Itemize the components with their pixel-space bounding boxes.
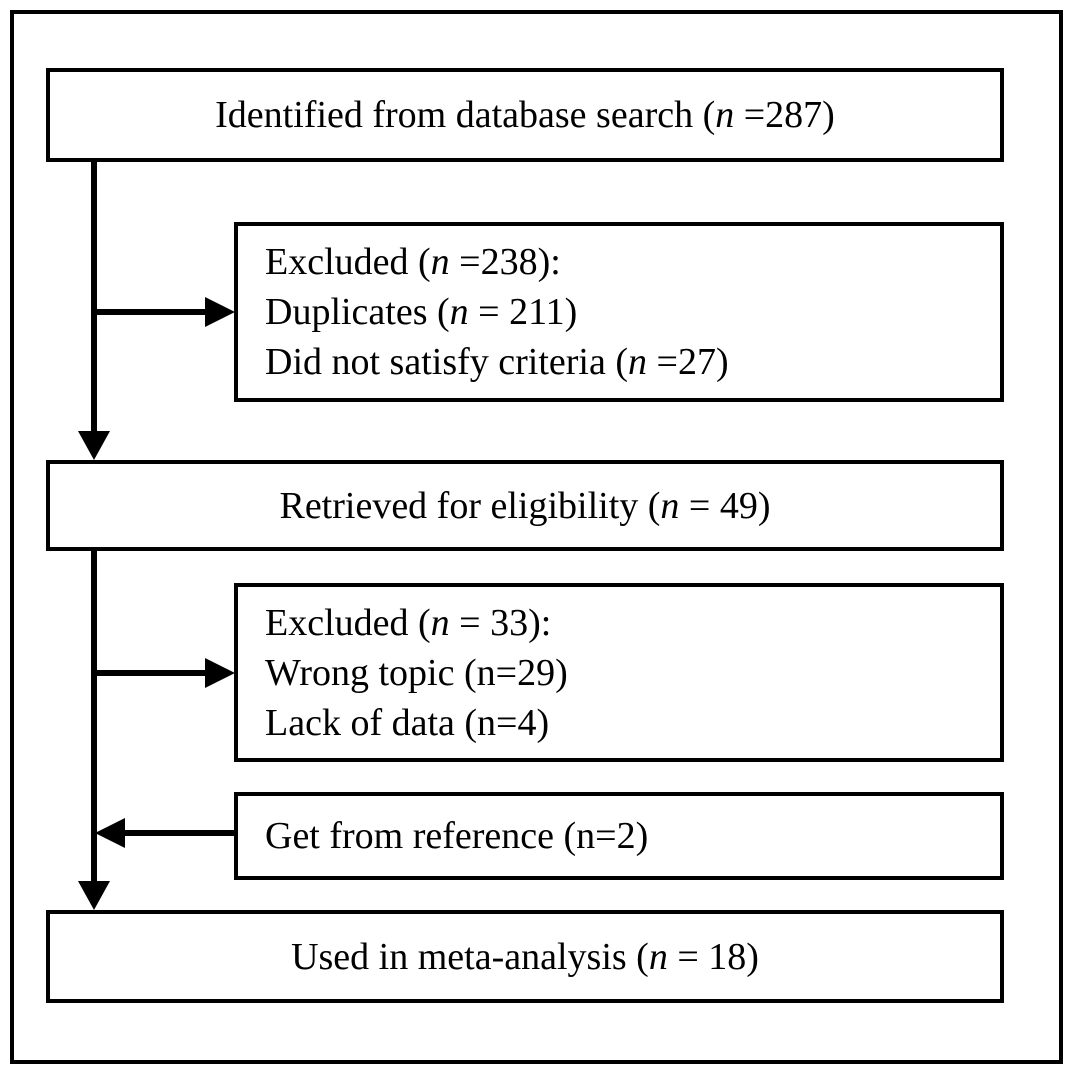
node-reference[interactable]: Get from reference (n=2) (234, 792, 1004, 880)
node-excluded-1-line-2-italic: n (449, 291, 469, 333)
node-identified-line-1: Identified from database search (n =287) (215, 90, 835, 140)
node-identified-line-1-pre: Identified from database search ( (215, 94, 716, 136)
arrowhead-right-to-excluded-1 (205, 297, 235, 327)
node-meta-analysis-line-1: Used in meta-analysis (n = 18) (291, 932, 759, 982)
node-meta-analysis-line-1-post: = 18) (667, 935, 759, 978)
connector-identified-to-excluded-1-line (94, 309, 206, 315)
node-retrieved-line-1-pre: Retrieved for eligibility ( (279, 484, 661, 527)
node-excluded-1-line-1-italic: n (430, 241, 450, 283)
node-excluded-2-line-2-pre: Wrong topic (n=29) (265, 651, 568, 694)
node-identified[interactable]: Identified from database search (n =287) (46, 68, 1004, 162)
connector-retrieved-to-meta-analysis-line (91, 551, 97, 882)
node-reference-line-1: Get from reference (n=2) (265, 811, 648, 861)
node-excluded-2-line-1-pre: Excluded ( (265, 601, 431, 644)
arrowhead-right-to-excluded-2 (205, 658, 235, 688)
node-retrieved-line-1: Retrieved for eligibility (n = 49) (279, 481, 770, 531)
node-excluded-2-line-3-pre: Lack of data (n=4) (265, 701, 550, 744)
connector-reference-to-trunk-line (124, 830, 236, 836)
node-meta-analysis[interactable]: Used in meta-analysis (n = 18) (46, 910, 1004, 1003)
node-excluded-2-line-1-italic: n (430, 601, 450, 644)
node-retrieved[interactable]: Retrieved for eligibility (n = 49) (46, 460, 1004, 551)
node-retrieved-line-1-post: = 49) (679, 484, 771, 527)
node-excluded-2-line-1-post: = 33): (449, 601, 552, 644)
node-excluded-1-line-3-pre: Did not satisfy criteria ( (265, 341, 629, 383)
node-excluded-1[interactable]: Excluded (n =238): Duplicates (n = 211) … (234, 222, 1004, 402)
node-identified-line-1-post: =287) (734, 94, 835, 136)
arrowhead-left-to-trunk (95, 818, 125, 848)
node-meta-analysis-line-1-italic: n (648, 935, 668, 978)
node-excluded-1-line-2-pre: Duplicates ( (265, 291, 450, 333)
node-excluded-1-line-3: Did not satisfy criteria (n =27) (265, 337, 729, 387)
node-excluded-1-line-1-post: =238): (449, 241, 561, 283)
node-excluded-2[interactable]: Excluded (n = 33): Wrong topic (n=29) La… (234, 583, 1004, 762)
node-excluded-1-line-3-post: =27) (647, 341, 729, 383)
node-excluded-1-line-2: Duplicates (n = 211) (265, 287, 577, 337)
node-identified-line-1-italic: n (715, 94, 735, 136)
node-retrieved-line-1-italic: n (660, 484, 680, 527)
connector-identified-to-retrieved-line (91, 162, 97, 432)
node-excluded-2-line-2: Wrong topic (n=29) (265, 648, 568, 698)
arrowhead-down-to-meta-analysis (78, 881, 110, 910)
arrowhead-down-to-retrieved (78, 431, 110, 460)
connector-retrieved-to-excluded-2-line (94, 670, 206, 676)
node-excluded-1-line-3-italic: n (628, 341, 648, 383)
node-excluded-1-line-1: Excluded (n =238): (265, 237, 561, 287)
node-excluded-1-line-1-pre: Excluded ( (265, 241, 431, 283)
node-excluded-2-line-3: Lack of data (n=4) (265, 698, 549, 748)
node-reference-line-1-pre: Get from reference (n=2) (265, 815, 649, 857)
node-meta-analysis-line-1-pre: Used in meta-analysis ( (291, 935, 649, 978)
node-excluded-2-line-1: Excluded (n = 33): (265, 598, 551, 648)
node-excluded-1-line-2-post: = 211) (468, 291, 578, 333)
